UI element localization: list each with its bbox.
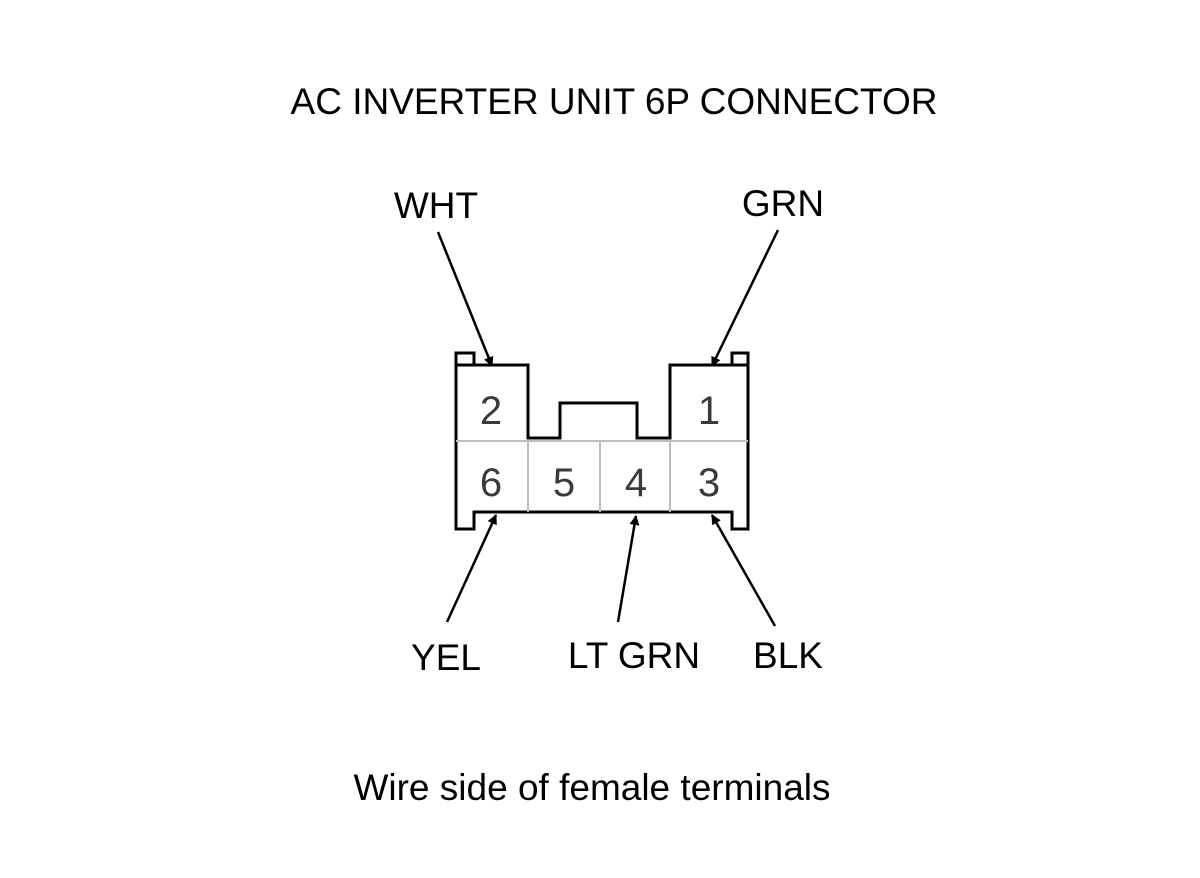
wire-label-yel: YEL: [411, 637, 481, 678]
arrow-wht-to-pin2: [436, 231, 494, 367]
diagram-caption: Wire side of female terminals: [353, 767, 830, 808]
wire-label-blk: BLK: [753, 635, 823, 676]
wire-label-wht: WHT: [394, 185, 478, 226]
wire-label-lt-grn: LT GRN: [568, 635, 700, 676]
pin-number-6: 6: [480, 461, 502, 505]
pin-number-2: 2: [480, 389, 502, 433]
diagram-title: AC INVERTER UNIT 6P CONNECTOR: [291, 81, 938, 122]
pin-number-1: 1: [698, 389, 720, 433]
arrow-blk-to-pin3: [710, 514, 777, 627]
pin-number-4: 4: [625, 461, 647, 505]
wire-label-grn: GRN: [742, 183, 824, 224]
pin-number-3: 3: [698, 461, 720, 505]
arrow-yel-to-pin6: [445, 514, 498, 623]
arrow-grn-to-pin1: [710, 229, 780, 367]
connector-body: [454, 351, 750, 531]
connector-outline: [454, 351, 750, 531]
pin-number-5: 5: [553, 461, 575, 505]
arrow-ltgrn-to-pin4: [616, 515, 640, 623]
